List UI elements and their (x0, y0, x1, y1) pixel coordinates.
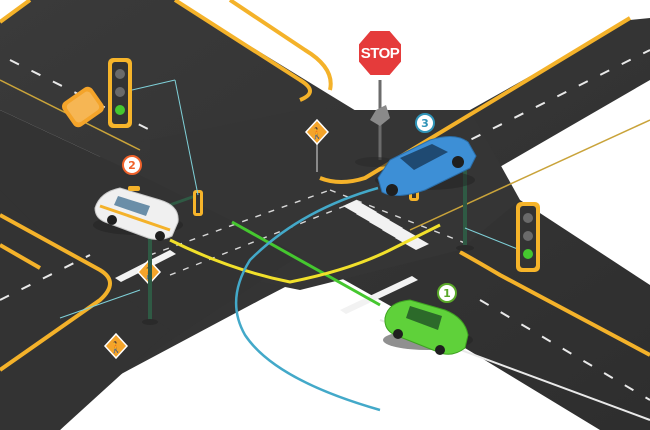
badge-3-label: 3 (421, 117, 429, 130)
pedestrian-sign-top: 🚶 (304, 118, 330, 172)
pedestrian-sign-bottom: 🚶 (59, 289, 141, 360)
stop-sign-icon (357, 29, 403, 77)
badge-1: 1 (437, 283, 457, 303)
svg-text:🚶: 🚶 (310, 127, 324, 140)
orange-sign-callout (62, 86, 104, 128)
vehicle-3-sedan (375, 136, 477, 196)
traffic-light-callout-top (108, 58, 176, 128)
pedestrian-crossing-sign-icon (103, 332, 129, 360)
vehicle-2-taxi (93, 186, 183, 241)
pedestrian-crossing-sign-icon (304, 118, 330, 146)
badge-1-label: 1 (443, 287, 451, 300)
green-route (231, 220, 381, 307)
vehicle-1-hatchback (383, 299, 473, 355)
stop-sign-text: STOP (361, 45, 400, 62)
traffic-light-callout-right (516, 202, 540, 272)
badge-2-label: 2 (128, 159, 136, 172)
stop-sign: STOP (355, 29, 403, 167)
badge-2: 2 (122, 155, 142, 175)
road-curbs (0, 0, 650, 372)
yellow-route (169, 223, 441, 284)
svg-text:🚶: 🚶 (109, 341, 123, 354)
route-paths (169, 186, 441, 412)
badge-3: 3 (415, 113, 435, 133)
blue-route (234, 186, 381, 412)
